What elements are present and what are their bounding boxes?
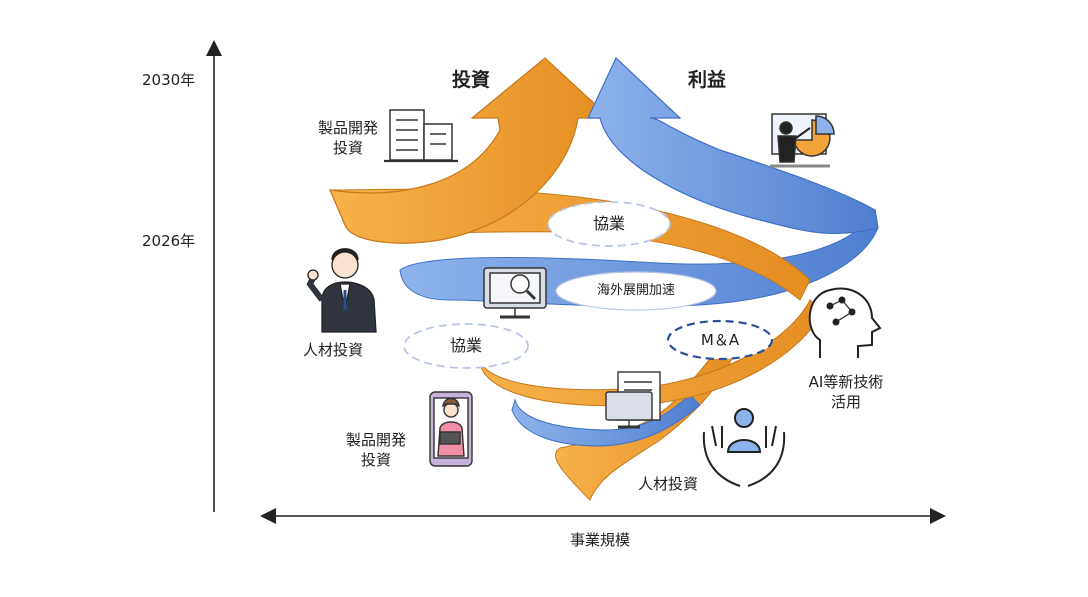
businessman-icon: [306, 248, 377, 333]
collab-top-oval-shape: [547, 201, 671, 247]
product-dev-bottom-line2: 投資: [360, 451, 391, 469]
person-in-hands-icon: [702, 408, 786, 487]
product-dev-top-line2: 投資: [332, 139, 363, 157]
x-axis-label: 事業規模: [570, 531, 631, 549]
collab-top-oval-text: 協業: [592, 214, 625, 233]
collab-left-oval-shape: [403, 323, 529, 369]
hr-bottom-label: 人材投資: [638, 475, 699, 493]
profit-arrow-label: 利益: [688, 69, 727, 91]
document-monitor-icon: [605, 371, 661, 429]
ai-label-line1: AI等新技術: [808, 373, 884, 391]
investment-arrow-label: 投資: [452, 69, 491, 91]
product-dev-bottom-label: 製品開発 投資: [336, 430, 416, 470]
monitor-magnifier-icon: [483, 267, 547, 319]
ma-oval-text: M＆A: [700, 331, 740, 349]
ai-label: AI等新技術 活用: [796, 372, 896, 412]
overseas-oval-text: 海外展開加速: [596, 283, 675, 298]
hr-left-label: 人材投資: [303, 341, 364, 359]
overseas-oval-shape: [555, 271, 717, 311]
collab-left-oval-text: 協業: [449, 336, 482, 355]
blue-ribbon-bottom: [511, 394, 701, 447]
ai-brain-icon: [808, 287, 882, 358]
woman-tablet-icon: [429, 391, 473, 467]
ma-oval-shape: [666, 319, 774, 361]
building-icon: [384, 109, 458, 163]
product-dev-top-label: 製品開発 投資: [308, 118, 388, 158]
y-tick-2030: 2030年: [142, 71, 196, 89]
investment-arrow: [329, 57, 612, 244]
y-tick-2026: 2026年: [142, 232, 196, 250]
ai-label-line2: 活用: [830, 393, 861, 411]
presenter-chart-icon: [770, 113, 835, 168]
product-dev-bottom-line1: 製品開発: [345, 431, 406, 449]
product-dev-top-line1: 製品開発: [317, 119, 378, 137]
